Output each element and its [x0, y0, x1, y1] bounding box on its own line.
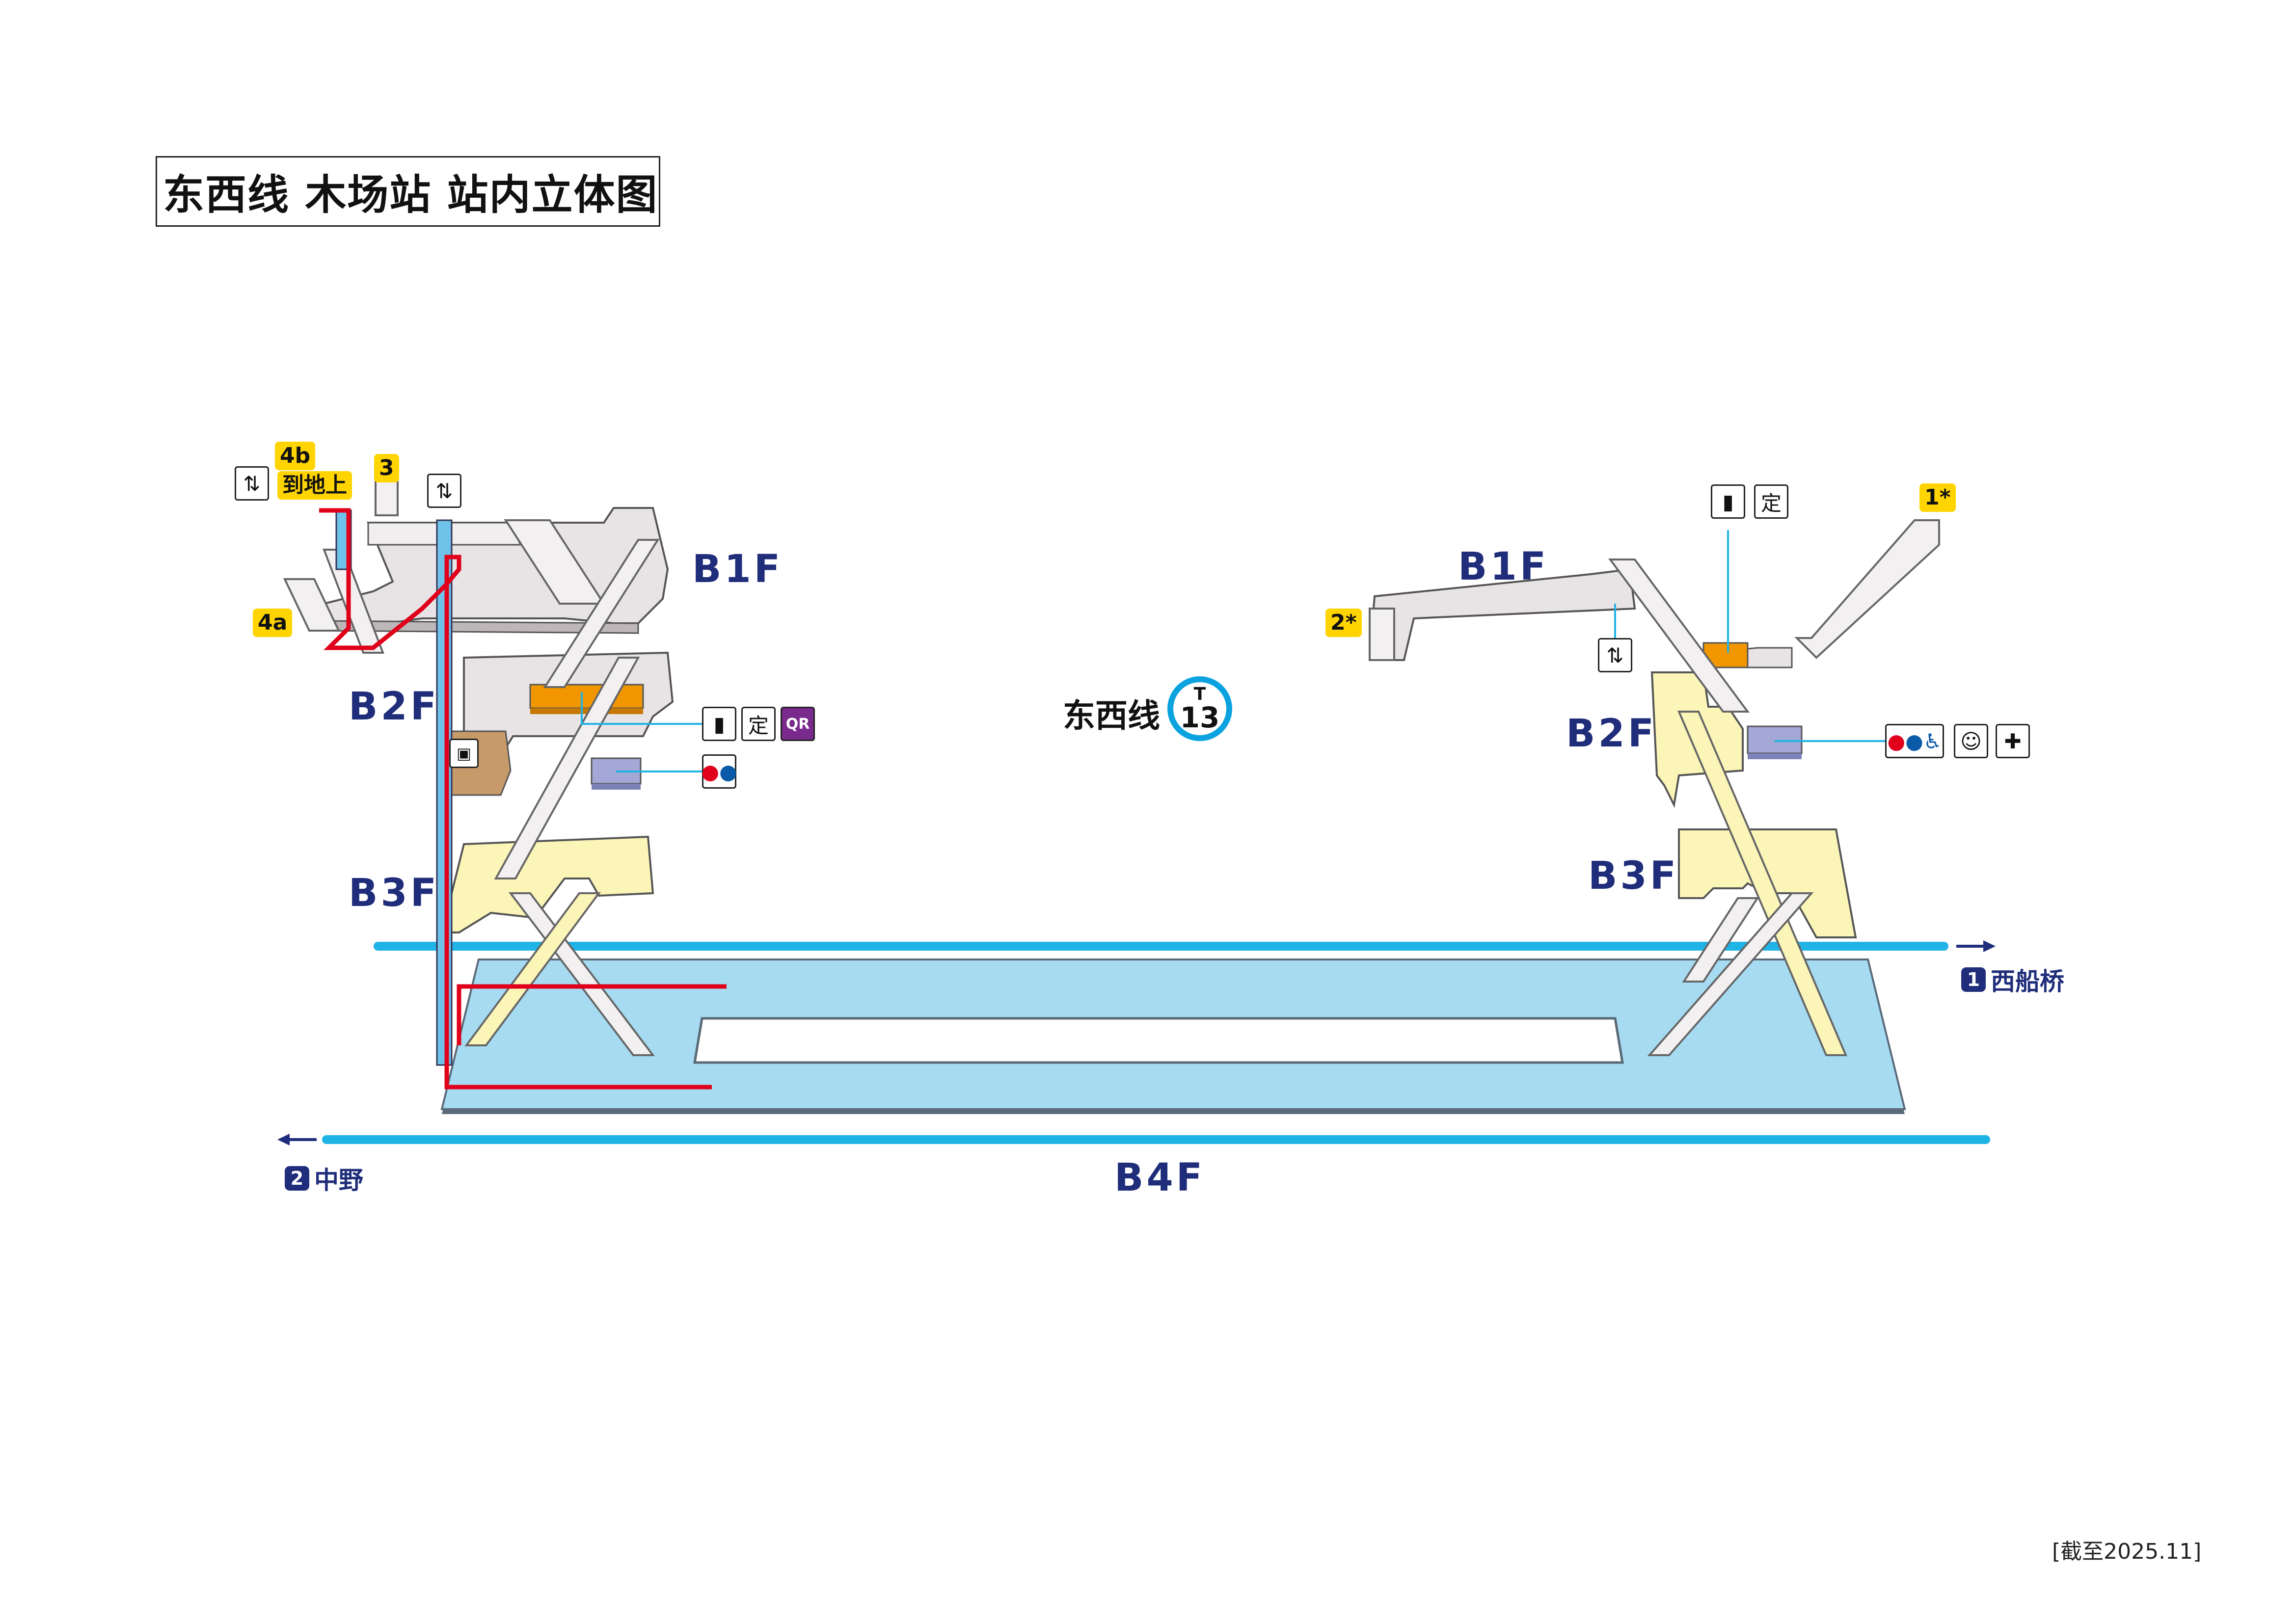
- toilet-icon: ●●♿: [1885, 724, 1944, 758]
- direction-number: 2: [285, 1166, 309, 1191]
- accessible-route-line: [319, 508, 712, 1090]
- floor-label-right-b3f: B3F: [1588, 854, 1679, 898]
- floor-label-right-b1f: B1F: [1458, 545, 1549, 589]
- station-number-badge: T 13: [1167, 676, 1232, 741]
- destination-name: 中野: [314, 1166, 363, 1195]
- left-stairs: [283, 480, 660, 1056]
- station-code-number: 13: [1180, 701, 1220, 734]
- qr-icon: QR: [781, 707, 815, 741]
- ticket-machine-icon: ▮: [702, 707, 736, 741]
- elevator-icon: ⇅: [427, 474, 461, 508]
- floor-label-left-b3f: B3F: [349, 871, 440, 915]
- left-elevator-shaft: [335, 509, 453, 1066]
- page-title: 东西线 木场站 站内立体图: [156, 156, 660, 227]
- line-code-letter: T: [1193, 684, 1206, 704]
- arrow-to-nakano: [277, 1134, 317, 1145]
- exit-4b-ground-tag: 到地上: [277, 471, 352, 500]
- floor-label-b4f: B4F: [1114, 1156, 1206, 1200]
- baby-room-icon: ☺: [1954, 724, 1988, 758]
- commuter-pass-icon: 定: [741, 707, 776, 741]
- destination-name: 西船桥: [1991, 967, 2064, 996]
- exit-1-tag: 1*: [1919, 483, 1956, 512]
- destination-nakano: 2 中野: [285, 1161, 363, 1196]
- exit-4a-tag: 4a: [253, 609, 293, 637]
- right-stairs: [1369, 519, 1940, 1056]
- b4f-platform: [440, 958, 1906, 1114]
- as-of-date: [截至2025.11]: [2052, 1539, 2202, 1564]
- station-office-icon: ▣: [449, 739, 479, 768]
- left-b3f-concourse: [440, 835, 654, 933]
- exit-4b-tag: 4b: [275, 442, 316, 470]
- direction-number: 1: [1961, 967, 1986, 992]
- toilet-icon: ●●: [701, 754, 737, 789]
- exit-2-tag: 2*: [1325, 609, 1362, 637]
- destination-nishifunabashi: 1 西船桥: [1961, 962, 2064, 997]
- exit-3-tag: 3: [374, 454, 399, 482]
- floor-label-left-b2f: B2F: [349, 685, 440, 729]
- elevator-icon: ⇅: [235, 466, 269, 501]
- ticket-machine-icon: ▮: [1711, 484, 1745, 519]
- ostomate-icon: ✚: [1996, 724, 2030, 758]
- floor-label-right-b2f: B2F: [1566, 712, 1657, 756]
- line-name: 东西线: [1063, 697, 1160, 735]
- commuter-pass-icon: 定: [1754, 484, 1788, 519]
- floor-label-left-b1f: B1F: [692, 547, 783, 591]
- elevator-icon: ⇅: [1598, 638, 1632, 672]
- arrow-to-nishifunabashi: [1956, 940, 1996, 952]
